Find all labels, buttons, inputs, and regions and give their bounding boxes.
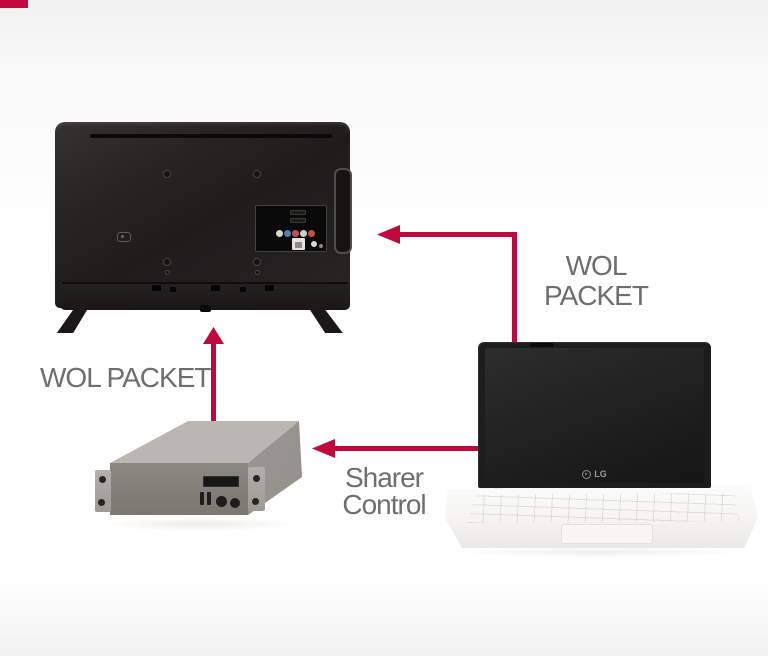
sharer-control-arrow-line <box>334 446 480 451</box>
sharer-front-face <box>110 463 248 515</box>
touchpad <box>561 524 653 544</box>
sharer-control-label: Sharer Control <box>334 462 434 520</box>
laptop-shadow <box>450 547 750 557</box>
tv-power-nub <box>200 305 211 312</box>
tv-rear <box>53 120 353 335</box>
ethernet-port <box>292 238 305 250</box>
front-button-bar <box>207 492 211 505</box>
lg-logo: LG <box>478 468 711 480</box>
laptop-keyboard-deck <box>445 484 758 548</box>
bottom-slot <box>211 285 220 291</box>
rack-screw <box>253 475 260 482</box>
laptop-lid: LG <box>478 342 711 488</box>
tv-side-handle <box>334 168 352 254</box>
av-jack-red <box>292 230 299 237</box>
hdmi-port <box>290 218 306 223</box>
wol-arrow-laptop-to-tv-head <box>377 225 400 244</box>
camera-notch <box>530 343 554 347</box>
sharer-device-shadow <box>98 517 298 531</box>
bottom-slot <box>170 287 176 292</box>
bottom-slot <box>240 287 246 292</box>
kensington-lock-icon <box>117 232 131 242</box>
laptop-screen <box>485 348 704 483</box>
rack-screw <box>99 476 106 483</box>
av-jack-white <box>300 230 307 237</box>
wol-arrow-sharer-to-tv-line <box>211 343 216 423</box>
lg-logo-text: LG <box>594 469 607 479</box>
vesa-screw <box>163 170 171 178</box>
tv-top-vent-slot <box>90 134 332 138</box>
port-dot <box>319 244 323 248</box>
tv-back-panel <box>55 122 352 310</box>
vesa-screw <box>163 258 171 266</box>
front-knob <box>216 496 227 507</box>
laptop: LG <box>440 335 765 560</box>
rack-ear-right <box>248 467 265 511</box>
keyboard-keys <box>467 493 739 523</box>
sharer-control-line2: Control <box>342 489 426 520</box>
vesa-screw-small <box>165 270 170 275</box>
av-jack-white <box>276 230 283 237</box>
rack-screw <box>252 498 259 505</box>
hdmi-port <box>290 210 306 215</box>
wol-packet-label-left: WOL PACKET <box>40 362 211 393</box>
vesa-screw <box>253 170 261 178</box>
wol-packet-right-line2: PACKET <box>544 280 649 311</box>
vesa-screw-small <box>255 270 260 275</box>
wol-arrow-laptop-to-tv-hline <box>396 232 517 237</box>
tv-ports-panel <box>255 205 327 252</box>
corner-red-marker <box>0 0 28 8</box>
front-button-bar <box>200 492 204 505</box>
lg-logo-icon <box>582 469 592 479</box>
front-knob <box>230 498 240 508</box>
tv-bottom-seam <box>62 282 348 284</box>
sharer-lcd-display <box>203 476 239 487</box>
wol-arrow-laptop-to-tv-vline <box>512 232 517 346</box>
vesa-screw <box>253 258 261 266</box>
wol-packet-label-right: WOL PACKET <box>538 251 654 311</box>
rack-screw <box>98 499 105 506</box>
bottom-slot <box>265 285 274 291</box>
bottom-slot <box>152 285 161 291</box>
wol-packet-right-line1: WOL <box>565 250 628 281</box>
av-jack-red <box>308 230 315 237</box>
sharer-device <box>90 415 326 545</box>
rack-ear-left <box>95 470 111 512</box>
port-dot <box>311 241 317 247</box>
av-jack-blue <box>284 230 291 237</box>
sharer-control-line1: Sharer <box>344 462 424 493</box>
